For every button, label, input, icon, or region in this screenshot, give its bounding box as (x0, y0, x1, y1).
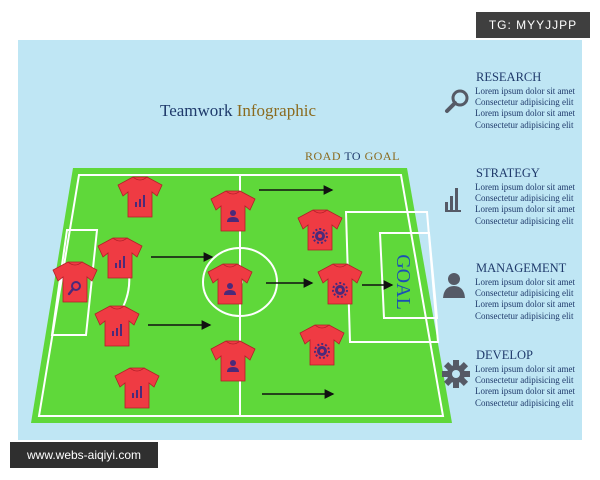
player-jersey (210, 340, 256, 382)
player-jersey (52, 261, 98, 303)
bar-chart-icon (112, 324, 122, 336)
section-text: Lorem ipsum dolor sit amet Consectetur a… (475, 364, 575, 408)
person-icon (227, 210, 239, 222)
to-word: TO (344, 149, 362, 163)
player-jersey (97, 237, 143, 279)
person-icon (227, 360, 239, 372)
bar-chart-icon (132, 386, 142, 398)
goal-word: GOAL (364, 149, 400, 163)
section-heading: STRATEGY (476, 166, 540, 180)
road-to-goal-label: ROAD TO GOAL (305, 149, 400, 164)
section-heading: DEVELOP (476, 348, 533, 362)
section-text: Lorem ipsum dolor sit amet Consectetur a… (475, 182, 575, 226)
player-jersey (207, 263, 253, 305)
gear-icon (332, 282, 348, 298)
players (52, 176, 363, 409)
section-heading: RESEARCH (476, 70, 542, 84)
goal-label: GOAL (392, 254, 414, 310)
gear-icon (314, 343, 330, 359)
title-word-teamwork: Teamwork (160, 101, 233, 120)
magnifier-icon (445, 89, 469, 113)
player-jersey (117, 176, 163, 218)
bar-chart-icon (115, 256, 125, 268)
bar-chart-icon (135, 195, 145, 207)
title-word-infographic: Infographic (236, 101, 317, 120)
gear-icon (442, 360, 470, 388)
section-heading: MANAGEMENT (476, 261, 567, 275)
section-text: Lorem ipsum dolor sit amet Consectetur a… (475, 86, 575, 130)
watermark-url: www.webs-aiqiyi.com (10, 442, 158, 468)
page-title: Teamwork Infographic (160, 101, 316, 121)
magnifier-icon (67, 281, 81, 296)
road-word: ROAD (305, 149, 342, 163)
player-jersey (297, 209, 343, 251)
player-jersey (94, 305, 140, 347)
person-icon (443, 273, 465, 298)
bar-chart-icon (445, 188, 461, 212)
section-text: Lorem ipsum dolor sit amet Consectetur a… (475, 277, 575, 321)
player-jersey (299, 324, 345, 366)
watermark-tag: TG: MYYJJPP (476, 12, 590, 38)
player-jersey (114, 367, 160, 409)
movement-arrows (148, 185, 394, 399)
player-jersey (317, 263, 363, 305)
player-jersey (210, 190, 256, 232)
person-icon (224, 283, 236, 295)
gear-icon (312, 228, 328, 244)
